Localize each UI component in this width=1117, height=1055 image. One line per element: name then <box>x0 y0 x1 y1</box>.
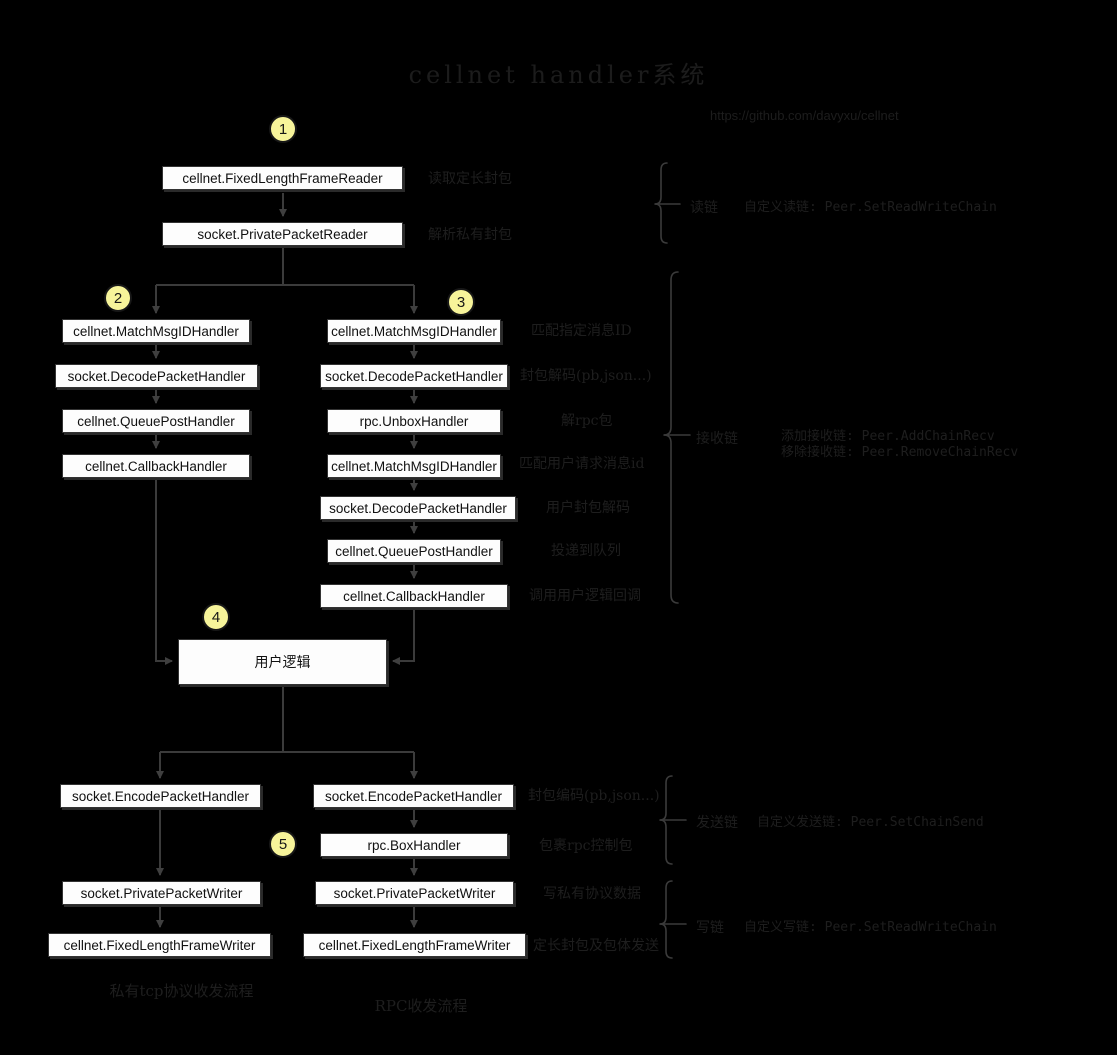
annotation-packet-decode: 封包解码(pb,json...) <box>520 368 652 384</box>
node-rpc-encode-packet-handler[interactable]: socket.EncodePacketHandler <box>313 784 514 808</box>
step-badge-4: 4 <box>202 603 230 631</box>
node-private-packet-reader[interactable]: socket.PrivatePacketReader <box>162 222 403 246</box>
annotation-fixed-frame-send: 定长封包及包体发送 <box>533 938 659 954</box>
annotation-match-user-request-msgid: 匹配用户请求消息id <box>519 456 645 472</box>
node-tcp-callback-handler[interactable]: cellnet.CallbackHandler <box>62 454 250 478</box>
annotation-post-to-queue: 投递到队列 <box>551 543 621 559</box>
node-rpc-decode-packet-handler[interactable]: socket.DecodePacketHandler <box>320 364 508 388</box>
step-badge-5: 5 <box>269 830 297 858</box>
node-tcp-fixed-length-frame-writer[interactable]: cellnet.FixedLengthFrameWriter <box>48 933 271 957</box>
annotation-parse-private-packet: 解析私有封包 <box>428 227 512 243</box>
node-rpc-box-handler[interactable]: rpc.BoxHandler <box>320 833 508 857</box>
annotation-write-private-protocol: 写私有协议数据 <box>543 886 641 902</box>
node-rpc-unbox-handler[interactable]: rpc.UnboxHandler <box>327 409 501 433</box>
node-tcp-decode-packet-handler[interactable]: socket.DecodePacketHandler <box>55 364 258 388</box>
footer-rpc-flow-label: RPC收发流程 <box>374 997 468 1015</box>
send-chain-label: 发送链 <box>696 815 738 831</box>
recv-chain-code-add: 添加接收链: Peer.AddChainRecv <box>781 429 995 444</box>
step-badge-3: 3 <box>447 288 475 316</box>
recv-chain-code-remove: 移除接收链: Peer.RemoveChainRecv <box>781 445 1019 460</box>
node-tcp-private-packet-writer[interactable]: socket.PrivatePacketWriter <box>62 881 261 905</box>
node-rpc-match-msgid-handler-user[interactable]: cellnet.MatchMsgIDHandler <box>327 454 501 478</box>
annotation-invoke-user-callback: 调用用户逻辑回调 <box>529 588 641 604</box>
page-title: cellnet handler系统 <box>408 61 709 89</box>
node-fixed-length-frame-reader[interactable]: cellnet.FixedLengthFrameReader <box>162 166 403 190</box>
annotation-match-msgid: 匹配指定消息ID <box>531 323 632 339</box>
node-rpc-private-packet-writer[interactable]: socket.PrivatePacketWriter <box>315 881 514 905</box>
node-tcp-match-msgid-handler[interactable]: cellnet.MatchMsgIDHandler <box>62 319 250 343</box>
node-rpc-queue-post-handler[interactable]: cellnet.QueuePostHandler <box>327 539 501 563</box>
annotation-unbox-rpc: 解rpc包 <box>561 413 613 429</box>
node-tcp-queue-post-handler[interactable]: cellnet.QueuePostHandler <box>62 409 250 433</box>
node-tcp-encode-packet-handler[interactable]: socket.EncodePacketHandler <box>60 784 261 808</box>
node-rpc-fixed-length-frame-writer[interactable]: cellnet.FixedLengthFrameWriter <box>303 933 526 957</box>
write-chain-code: 自定义写链: Peer.SetReadWriteChain <box>744 920 997 935</box>
write-chain-label: 写链 <box>696 920 724 936</box>
send-chain-code: 自定义发送链: Peer.SetChainSend <box>757 815 984 830</box>
step-badge-1: 1 <box>269 115 297 143</box>
recv-chain-label: 接收链 <box>696 431 738 447</box>
footer-tcp-flow-label: 私有tcp协议收发流程 <box>109 982 254 1000</box>
read-chain-code: 自定义读链: Peer.SetReadWriteChain <box>744 200 997 215</box>
node-rpc-match-msgid-handler[interactable]: cellnet.MatchMsgIDHandler <box>327 319 501 343</box>
annotation-packet-encode: 封包编码(pb,json...) <box>528 788 660 804</box>
node-rpc-decode-packet-handler-user[interactable]: socket.DecodePacketHandler <box>320 496 516 520</box>
annotation-user-packet-decode: 用户封包解码 <box>546 500 630 516</box>
read-chain-label: 读链 <box>690 200 718 216</box>
node-user-logic[interactable]: 用户逻辑 <box>178 639 387 685</box>
node-rpc-callback-handler[interactable]: cellnet.CallbackHandler <box>320 584 508 608</box>
repo-url[interactable]: https://github.com/davyxu/cellnet <box>710 108 899 123</box>
annotation-read-fixed-frame: 读取定长封包 <box>428 171 512 187</box>
annotation-box-rpc-control: 包裹rpc控制包 <box>539 838 633 854</box>
step-badge-2: 2 <box>104 284 132 312</box>
